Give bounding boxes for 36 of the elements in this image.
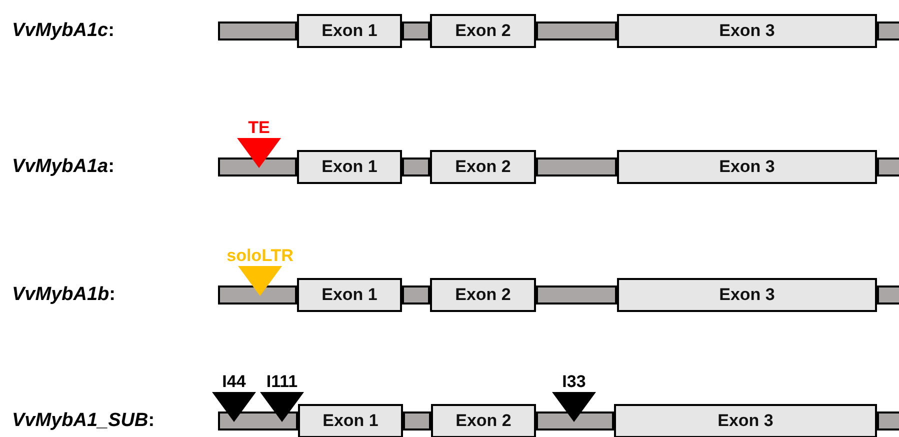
insertion-label: I44	[222, 372, 246, 392]
intron-bar	[877, 412, 899, 430]
gene-name: VvMybA1b:	[12, 284, 116, 306]
exon-box: Exon 1	[297, 14, 402, 48]
exon-box: Exon 2	[430, 150, 536, 184]
exon-box: Exon 3	[617, 150, 877, 184]
intron-bar	[403, 412, 431, 430]
intron-bar	[536, 22, 617, 40]
exon-box: Exon 2	[431, 404, 536, 437]
exon-box: Exon 3	[617, 14, 877, 48]
exon-box: Exon 1	[297, 278, 402, 312]
intron-bar	[402, 158, 430, 176]
exon-box: Exon 3	[614, 404, 877, 437]
exon-box: Exon 2	[430, 14, 536, 48]
gene-name: VvMybA1_SUB:	[12, 410, 155, 432]
intron-bar	[218, 22, 297, 40]
intron-bar	[218, 158, 297, 176]
insertion-label: TE	[248, 118, 270, 138]
intron-bar	[877, 158, 899, 176]
intron-bar	[877, 22, 899, 40]
insertion-label: I33	[562, 372, 586, 392]
intron-bar	[877, 286, 899, 304]
exon-box: Exon 1	[297, 150, 402, 184]
intron-bar	[402, 286, 430, 304]
gene-name: VvMybA1c:	[12, 20, 114, 42]
insertion-label: soloLTR	[226, 246, 294, 266]
exon-box: Exon 2	[430, 278, 536, 312]
intron-bar	[402, 22, 430, 40]
intron-bar	[218, 286, 297, 304]
gene-name: VvMybA1a:	[12, 156, 114, 178]
exon-box: Exon 3	[617, 278, 877, 312]
intron-bar	[536, 158, 617, 176]
insertion-label: I111	[266, 372, 298, 392]
intron-bar	[536, 412, 614, 430]
intron-bar	[536, 286, 617, 304]
exon-box: Exon 1	[298, 404, 403, 437]
